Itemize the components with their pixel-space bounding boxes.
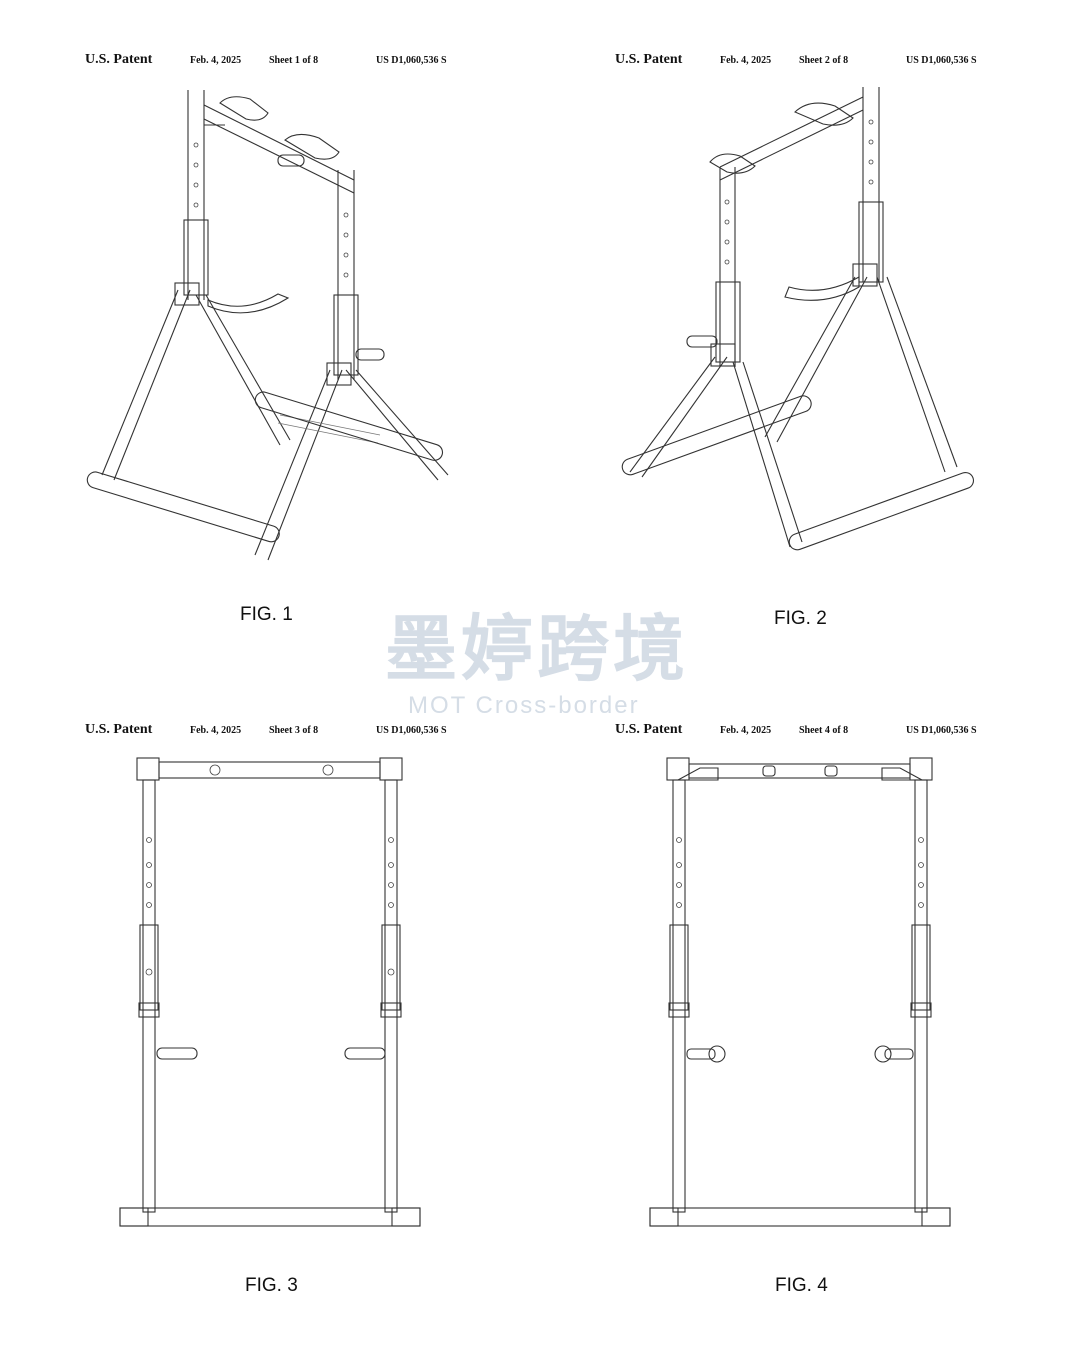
patent-number: US D1,060,536 S <box>376 55 447 66</box>
patent-date: Feb. 4, 2025 <box>720 725 772 736</box>
patent-label: U.S. Patent <box>615 722 683 737</box>
patent-number: US D1,060,536 S <box>906 55 977 66</box>
fig-2-drawing <box>621 87 975 551</box>
sheet-number: Sheet 2 of 8 <box>799 55 849 66</box>
patent-label: U.S. Patent <box>615 52 683 67</box>
fig-1-drawing <box>86 90 449 561</box>
figure-label: FIG. 4 <box>775 1275 828 1296</box>
figure-label: FIG. 3 <box>245 1275 298 1296</box>
patent-number: US D1,060,536 S <box>376 725 447 736</box>
watermark-chinese: 墨婷跨境 <box>385 607 690 691</box>
watermark-english: MOT Cross-border <box>408 692 640 719</box>
patent-label: U.S. Patent <box>85 722 153 737</box>
patent-date: Feb. 4, 2025 <box>720 55 772 66</box>
figure-label: FIG. 2 <box>774 608 827 629</box>
fig-4-drawing <box>649 757 951 1227</box>
patent-date: Feb. 4, 2025 <box>190 725 242 736</box>
sheet-number: Sheet 4 of 8 <box>799 725 849 736</box>
patent-label: U.S. Patent <box>85 52 153 67</box>
sheet-number: Sheet 3 of 8 <box>269 725 319 736</box>
sheet-number: Sheet 1 of 8 <box>269 55 319 66</box>
figure-label: FIG. 1 <box>240 604 293 625</box>
fig-3-drawing <box>119 757 421 1227</box>
patent-date: Feb. 4, 2025 <box>190 55 242 66</box>
patent-number: US D1,060,536 S <box>906 725 977 736</box>
